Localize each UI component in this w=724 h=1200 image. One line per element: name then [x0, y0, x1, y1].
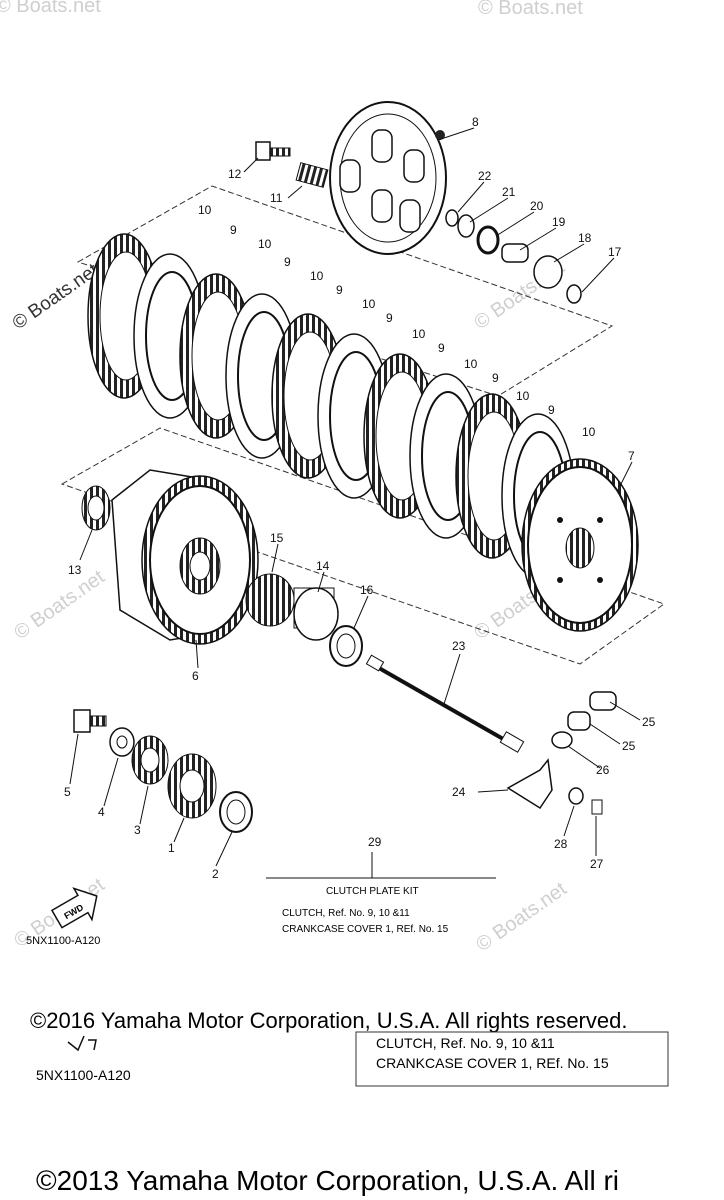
callout-9: 9	[284, 255, 291, 269]
callout-29: 29	[368, 835, 382, 849]
push-rod	[365, 654, 525, 753]
callout-24: 24	[452, 785, 466, 799]
bolt-12	[255, 141, 291, 161]
clutch-housing	[81, 469, 259, 645]
watermark: © Boats.net	[478, 0, 583, 19]
callout-10: 10	[258, 237, 272, 251]
bearing-spacer-washer	[245, 573, 363, 667]
callout-10: 10	[516, 389, 530, 403]
callout-17: 17	[608, 245, 622, 259]
diagram-code: 5NX1100-A120	[26, 935, 100, 947]
callout-4: 4	[98, 805, 105, 819]
callout-10: 10	[310, 269, 324, 283]
leader-lines	[69, 127, 641, 867]
callout-9: 9	[336, 283, 343, 297]
callout-9: 9	[230, 223, 237, 237]
callout-23: 23	[452, 639, 466, 653]
callout-21: 21	[502, 185, 516, 199]
callout-9: 9	[492, 371, 499, 385]
watermark: © Boats.net	[472, 878, 571, 956]
lower-kit-line-2: CRANKCASE COVER 1, REf. No. 15	[376, 1055, 609, 1071]
callout-10: 10	[198, 203, 212, 217]
callout-9: 9	[548, 403, 555, 417]
clutch-plate-kit: CLUTCH PLATE KIT CLUTCH, Ref. No. 9, 10 …	[266, 852, 496, 935]
callout-15: 15	[270, 531, 284, 545]
callout-9: 9	[386, 311, 393, 325]
callout-7: 7	[628, 449, 635, 463]
watermark: © Boats.net	[0, 0, 101, 17]
callout-2: 2	[212, 867, 219, 881]
callout-19: 19	[552, 215, 566, 229]
callout-16: 16	[360, 583, 374, 597]
kit-title: CLUTCH PLATE KIT	[326, 886, 419, 897]
lower-gears	[73, 709, 253, 833]
kit-line-1: CLUTCH, Ref. No. 9, 10 &11	[282, 908, 410, 919]
callout-10: 10	[582, 425, 596, 439]
callout-26: 26	[596, 763, 610, 777]
lower-kit-line-1: CLUTCH, Ref. No. 9, 10 &11	[376, 1035, 555, 1051]
callout-10: 10	[464, 357, 478, 371]
callout-25: 25	[642, 715, 656, 729]
callout-8: 8	[472, 115, 479, 129]
fwd-arrow: FWD	[50, 887, 98, 929]
callout-10: 10	[412, 327, 426, 341]
watermark: © Boats.net	[10, 566, 109, 644]
callout-25: 25	[622, 739, 636, 753]
callout-12: 12	[228, 167, 242, 181]
kit-line-2: CRANKCASE COVER 1, REf. No. 15	[282, 924, 449, 935]
callout-6: 6	[192, 669, 199, 683]
pressure-plate	[329, 101, 447, 255]
spring-11	[295, 162, 329, 188]
diagram-code-lower: 5NX1100-A120	[36, 1067, 131, 1083]
callout-22: 22	[478, 169, 492, 183]
callout-13: 13	[68, 563, 82, 577]
callout-11: 11	[270, 191, 283, 205]
copyright-2016: ©2016 Yamaha Motor Corporation, U.S.A. A…	[30, 1008, 627, 1033]
callout-10: 10	[362, 297, 376, 311]
lever-group	[506, 691, 617, 815]
clutch-plate-stack	[87, 233, 575, 579]
callout-9: 9	[438, 341, 445, 355]
callout-3: 3	[134, 823, 141, 837]
callout-28: 28	[554, 837, 568, 851]
primary-driven-gear	[521, 458, 639, 632]
copyright-2013: ©2013 Yamaha Motor Corporation, U.S.A. A…	[36, 1165, 619, 1196]
fwd-arrow-fragment	[67, 1035, 97, 1052]
callout-27: 27	[590, 857, 604, 871]
callout-18: 18	[578, 231, 592, 245]
callout-5: 5	[64, 785, 71, 799]
callout-14: 14	[316, 559, 330, 573]
lower-kit-box	[355, 1031, 669, 1087]
callout-1: 1	[168, 841, 175, 855]
callout-20: 20	[530, 199, 544, 213]
callout-numbers: 8 12 11 22 21 20 19 18 17 10 9 10 9 10 9…	[64, 115, 656, 881]
